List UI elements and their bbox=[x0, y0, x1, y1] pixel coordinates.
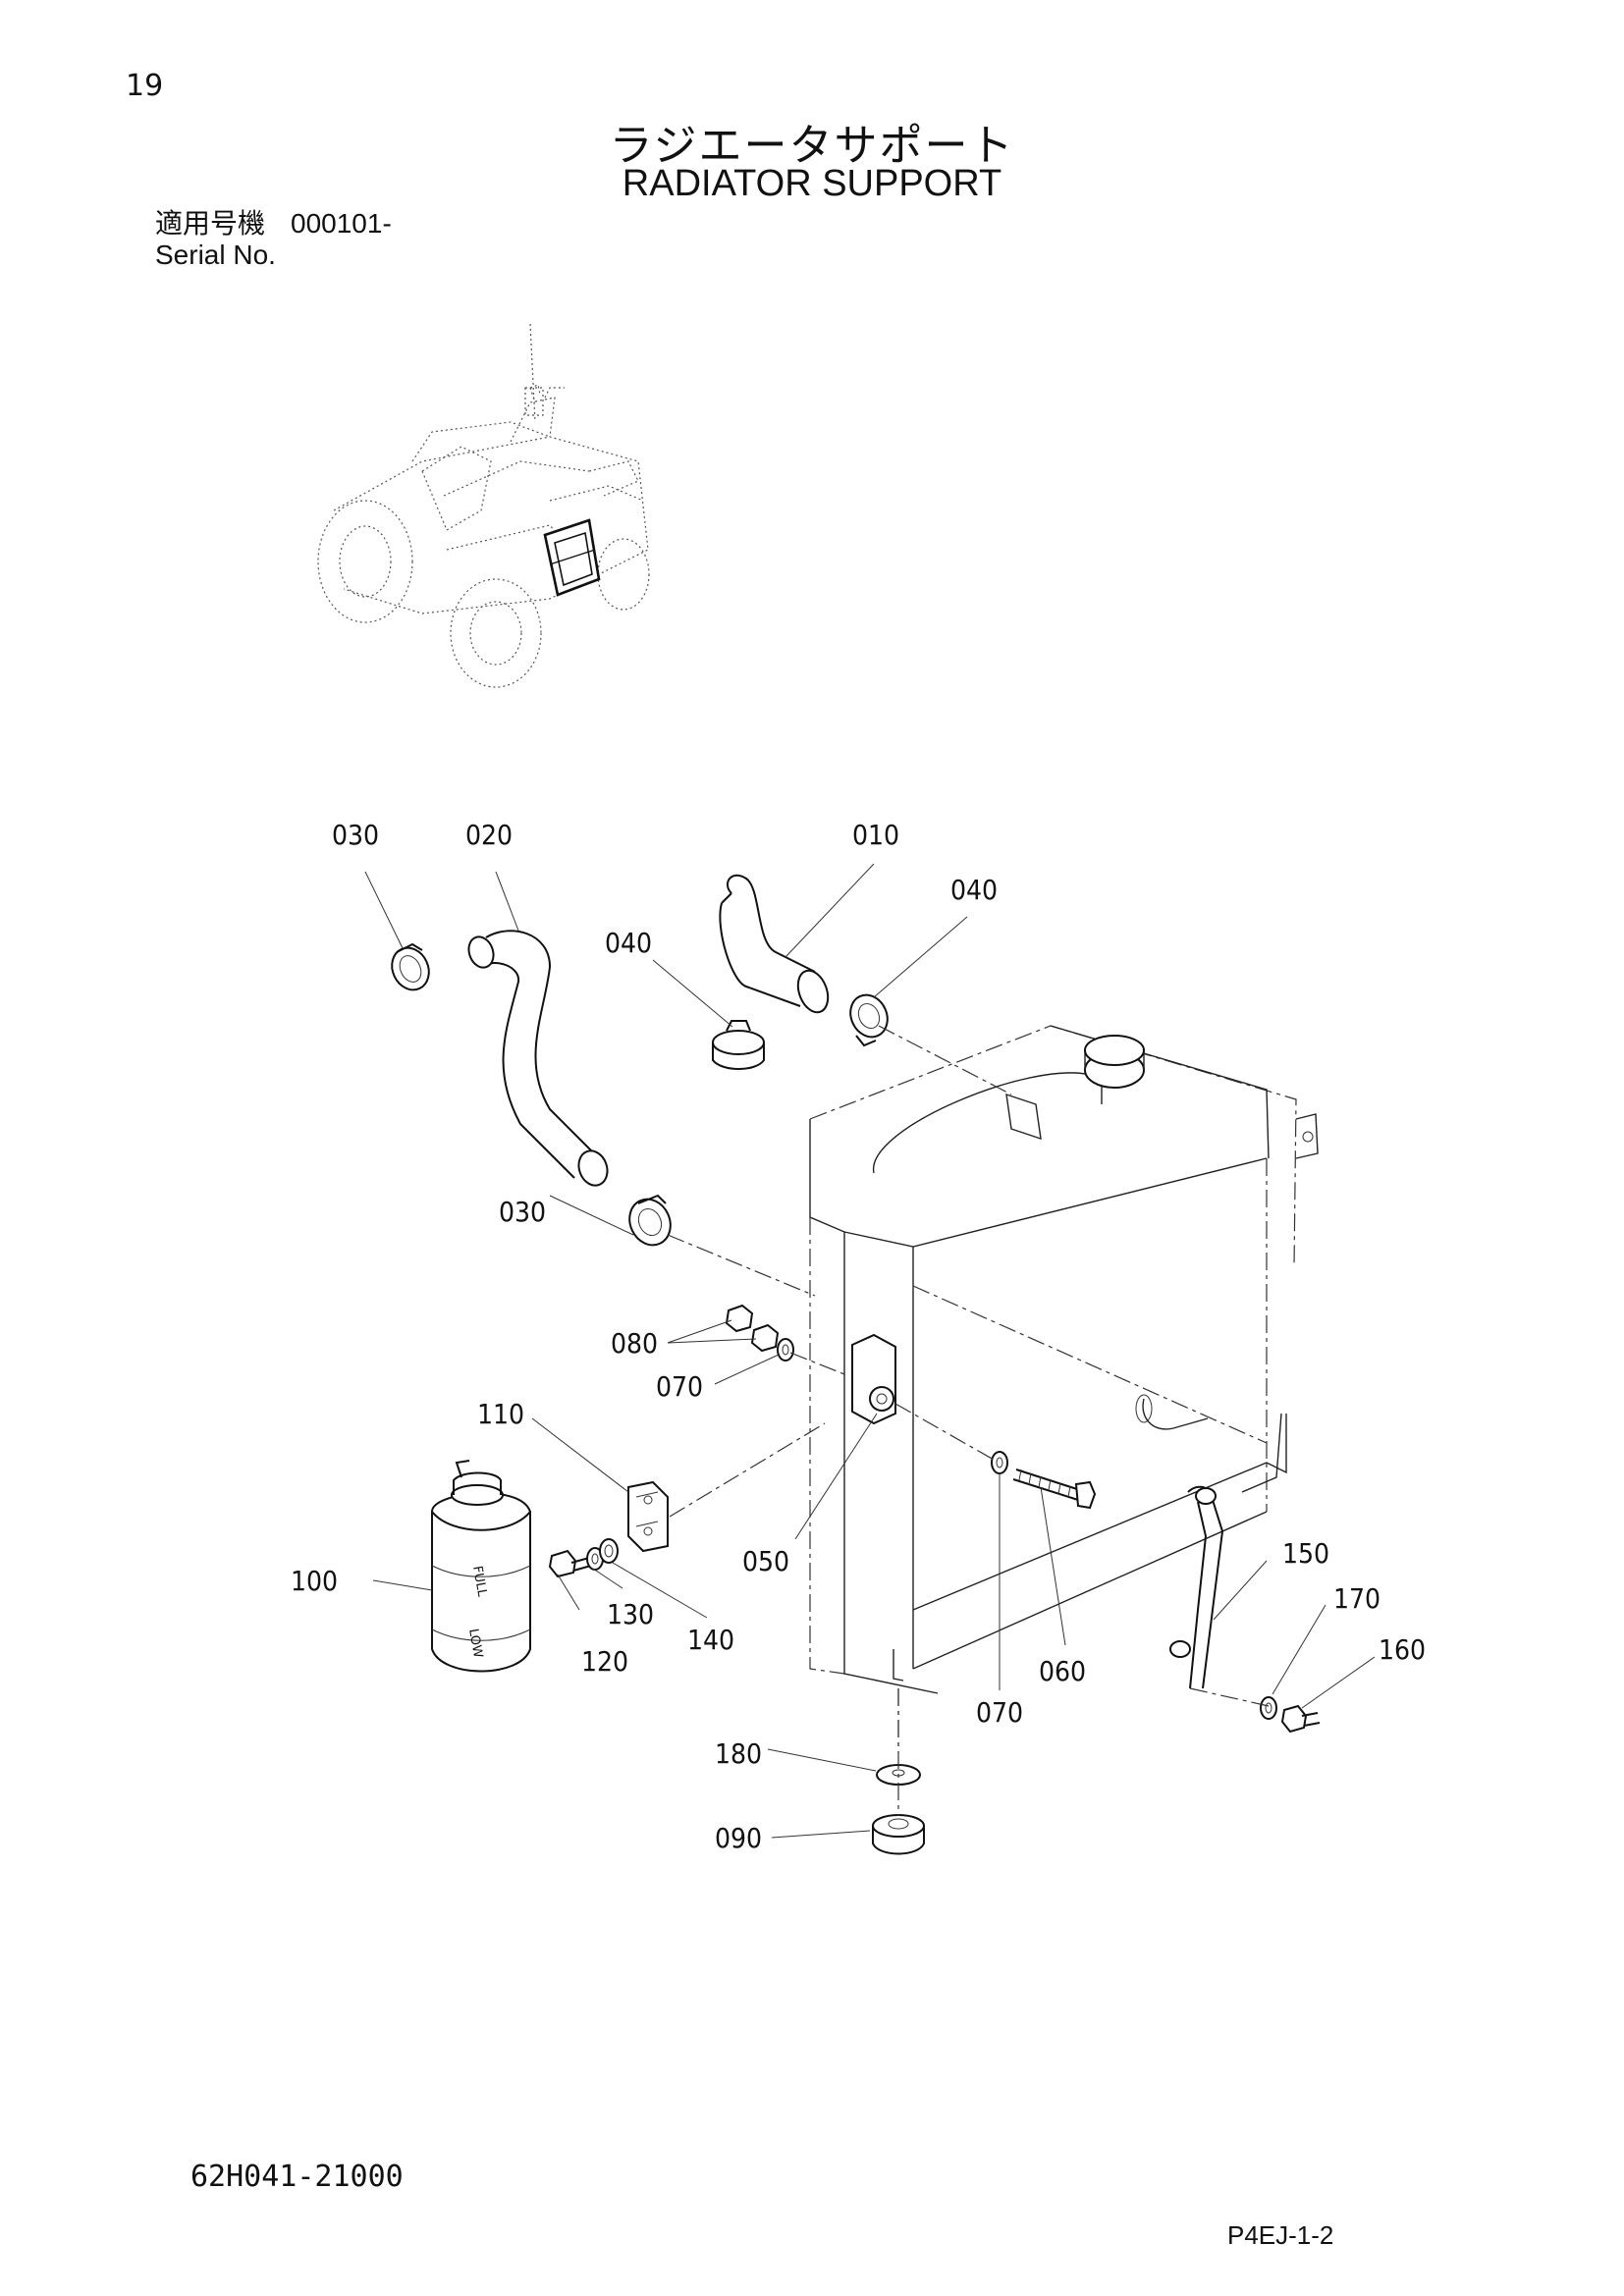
hose-020 bbox=[467, 930, 609, 1187]
serial-label-english: Serial No. bbox=[155, 240, 276, 270]
callout-leaders bbox=[364, 863, 1376, 1839]
reserve-tank-100: FULL LOW bbox=[431, 1460, 531, 1673]
callout-070: 070 bbox=[656, 1370, 703, 1403]
page-title-english: RADIATOR SUPPORT bbox=[622, 163, 1002, 204]
page-number: 19 bbox=[126, 69, 164, 103]
radiator-assembly bbox=[809, 1025, 1319, 1752]
tractor-overview-illustration bbox=[317, 323, 650, 688]
callout-030: 030 bbox=[332, 819, 379, 851]
hose-clamp-040-left bbox=[712, 1020, 765, 1070]
callout-030: 030 bbox=[499, 1196, 546, 1228]
washer-170-bolt-160 bbox=[1260, 1696, 1321, 1734]
drawing-number: 62H041-21000 bbox=[190, 2160, 404, 2194]
bolt-060-washer-070 bbox=[991, 1451, 1097, 1510]
callout-120: 120 bbox=[581, 1645, 628, 1678]
bolt-120-washers bbox=[548, 1538, 619, 1578]
assembly-center-lines bbox=[667, 1025, 1270, 1816]
callout-010: 010 bbox=[852, 819, 899, 851]
callout-040: 040 bbox=[950, 874, 998, 906]
nut-080-washer-070 bbox=[725, 1304, 794, 1362]
callout-130: 130 bbox=[607, 1598, 654, 1630]
callout-020: 020 bbox=[465, 819, 513, 851]
serial-value: 000101- bbox=[291, 208, 392, 239]
hose-clamp-040-right bbox=[849, 993, 889, 1047]
callout-040: 040 bbox=[605, 927, 652, 959]
page-code: P4EJ-1-2 bbox=[1227, 2220, 1334, 2250]
tank-full-mark: FULL bbox=[469, 1565, 489, 1598]
hose-clamp-030-upper bbox=[391, 942, 430, 991]
serial-label-japanese: 適用号機 bbox=[155, 207, 266, 240]
hose-010 bbox=[719, 874, 830, 1014]
stay-150 bbox=[1169, 1485, 1224, 1689]
tank-low-mark: LOW bbox=[465, 1628, 485, 1659]
callout-080: 080 bbox=[611, 1327, 658, 1360]
callout-150: 150 bbox=[1282, 1537, 1329, 1570]
callout-160: 160 bbox=[1379, 1633, 1426, 1666]
callout-070: 070 bbox=[976, 1696, 1023, 1729]
callout-110: 110 bbox=[477, 1398, 524, 1430]
callout-100: 100 bbox=[291, 1565, 338, 1597]
callout-060: 060 bbox=[1039, 1655, 1086, 1687]
callout-labels: 030 020 010 040 040 030 080 070 110 100 … bbox=[291, 819, 1426, 1854]
callout-050: 050 bbox=[742, 1545, 789, 1577]
serial-range: 適用号機 000101- bbox=[155, 202, 392, 241]
hose-clamp-030-lower bbox=[628, 1194, 672, 1247]
page-title-japanese: ラジエータサポート bbox=[609, 121, 1015, 171]
callout-180: 180 bbox=[715, 1737, 762, 1770]
mount-rubber-090 bbox=[872, 1814, 925, 1855]
callout-140: 140 bbox=[687, 1624, 734, 1656]
callout-090: 090 bbox=[715, 1822, 762, 1854]
callout-170: 170 bbox=[1333, 1582, 1380, 1615]
tank-bracket-110 bbox=[627, 1480, 669, 1553]
